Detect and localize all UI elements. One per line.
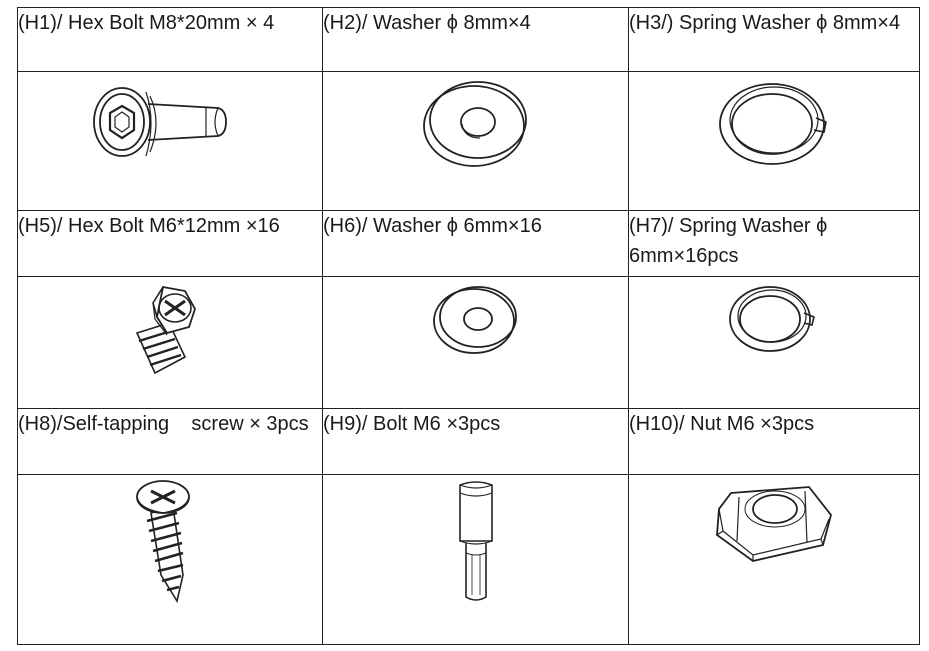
part-label-text: (H8)/Self-tapping screw × 3pcs [18, 413, 309, 435]
part-label-text: (H10)/ Nut M6 ×3pcs [629, 413, 815, 435]
part-label-h10: (H10)/ Nut M6 ×3pcs [628, 408, 920, 475]
part-label-text: (H9)/ Bolt M6 ×3pcs [323, 413, 501, 435]
part-label-h9: (H9)/ Bolt M6 ×3pcs [322, 408, 629, 475]
part-image-h8 [17, 474, 323, 645]
part-label-h2: (H2)/ Washer ϕ 8mm×4 [322, 7, 629, 72]
part-label-text: (H3/) Spring Washer ϕ 8mm×4 [629, 12, 901, 34]
part-label-h8: (H8)/Self-tapping screw × 3pcs [17, 408, 323, 475]
part-image-h10 [628, 474, 920, 645]
self-tapping-screw-icon [136, 480, 190, 604]
small-flat-washer-icon [432, 286, 517, 354]
hardware-parts-table: (H1)/ Hex Bolt M8*20mm × 4 (H2)/ Washer … [17, 7, 920, 645]
part-label-text: (H1)/ Hex Bolt M8*20mm × 4 [18, 12, 275, 34]
hex-head-bolt-icon [135, 285, 196, 375]
part-label-text: (H2)/ Washer ϕ 8mm×4 [323, 12, 531, 34]
hex-nut-icon [716, 486, 832, 562]
image-row-3 [17, 474, 920, 645]
part-image-h9 [322, 474, 629, 645]
label-row-1: (H1)/ Hex Bolt M8*20mm × 4 (H2)/ Washer … [17, 7, 920, 72]
part-label-text: (H5)/ Hex Bolt M6*12mm ×16 [18, 215, 280, 237]
image-row-1 [17, 71, 920, 211]
part-label-h6: (H6)/ Washer ϕ 6mm×16 [322, 210, 629, 277]
image-row-2 [17, 276, 920, 409]
part-label-h1: (H1)/ Hex Bolt M8*20mm × 4 [17, 7, 323, 72]
small-spring-washer-icon [729, 286, 815, 352]
part-label-h7: (H7)/ Spring Washer ϕ 6mm×16pcs [628, 210, 920, 277]
part-image-h1 [17, 71, 323, 211]
part-label-h3: (H3/) Spring Washer ϕ 8mm×4 [628, 7, 920, 72]
part-image-h6 [322, 276, 629, 409]
part-image-h2 [322, 71, 629, 211]
part-image-h7 [628, 276, 920, 409]
part-label-h5: (H5)/ Hex Bolt M6*12mm ×16 [17, 210, 323, 277]
label-row-3: (H8)/Self-tapping screw × 3pcs (H9)/ Bol… [17, 408, 920, 475]
part-label-text: (H6)/ Washer ϕ 6mm×16 [323, 215, 542, 237]
flat-washer-icon [422, 81, 527, 167]
part-image-h3 [628, 71, 920, 211]
part-image-h5 [17, 276, 323, 409]
label-row-2: (H5)/ Hex Bolt M6*12mm ×16 (H6)/ Washer … [17, 210, 920, 277]
stepped-bolt-icon [458, 481, 493, 601]
hex-socket-bolt-icon [93, 87, 227, 157]
spring-washer-icon [719, 83, 827, 165]
part-label-text: (H7)/ Spring Washer ϕ 6mm×16pcs [629, 215, 833, 267]
